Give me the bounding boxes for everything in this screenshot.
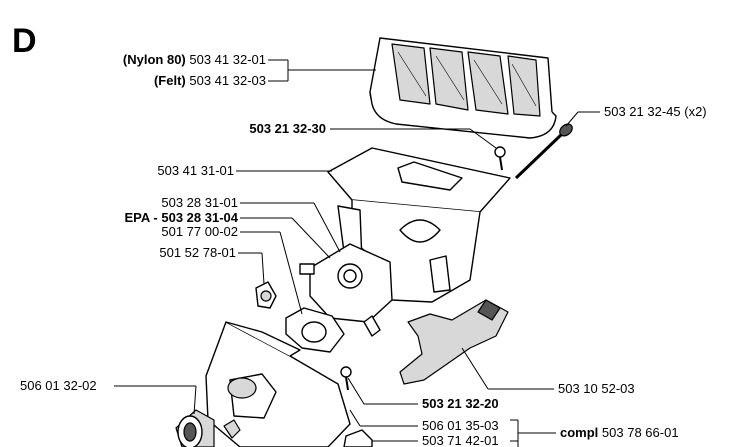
label-screw-long: 503 21 32-45 (x2) (604, 104, 707, 119)
label-felt: (Felt) 503 41 32-03 (154, 73, 266, 88)
long-screw-drawing (514, 123, 573, 180)
label-round-filter: 506 01 32-02 (20, 378, 97, 393)
label-screw-lower: 503 21 32-20 (422, 396, 499, 411)
label-bracket: 503 10 52-03 (558, 381, 635, 396)
lower-screw-drawing (340, 366, 352, 391)
label-nylon: (Nylon 80) 503 41 32-01 (123, 52, 266, 67)
carburetor-drawing (299, 243, 393, 337)
label-part-a: 506 01 35-03 (422, 418, 499, 433)
part-labels: (Nylon 80) 503 41 32-01 (Felt) 503 41 32… (20, 52, 707, 447)
gasket-drawing (285, 307, 345, 353)
plug-drawing (255, 281, 277, 309)
label-compl: compl 503 78 66-01 (560, 425, 679, 440)
short-screw-drawing (494, 146, 506, 171)
label-screw-short: 503 21 32-30 (249, 121, 326, 136)
label-plug: 501 52 78-01 (159, 245, 236, 260)
small-parts-drawing (223, 419, 373, 447)
label-carburetor: 503 28 31-01 (161, 195, 238, 210)
section-letter: D (12, 22, 37, 60)
label-air-box: 503 41 31-01 (157, 163, 234, 178)
round-filter-drawing (175, 409, 215, 447)
air-filter-drawing (369, 37, 557, 139)
label-part-b: 503 71 42-01 (422, 433, 499, 447)
leader-lines (114, 59, 600, 447)
label-epa: EPA - 503 28 31-04 (125, 210, 239, 225)
lower-housing-drawing (205, 321, 351, 447)
bracket-drawing (399, 299, 509, 385)
label-gasket: 501 77 00-02 (161, 224, 238, 239)
